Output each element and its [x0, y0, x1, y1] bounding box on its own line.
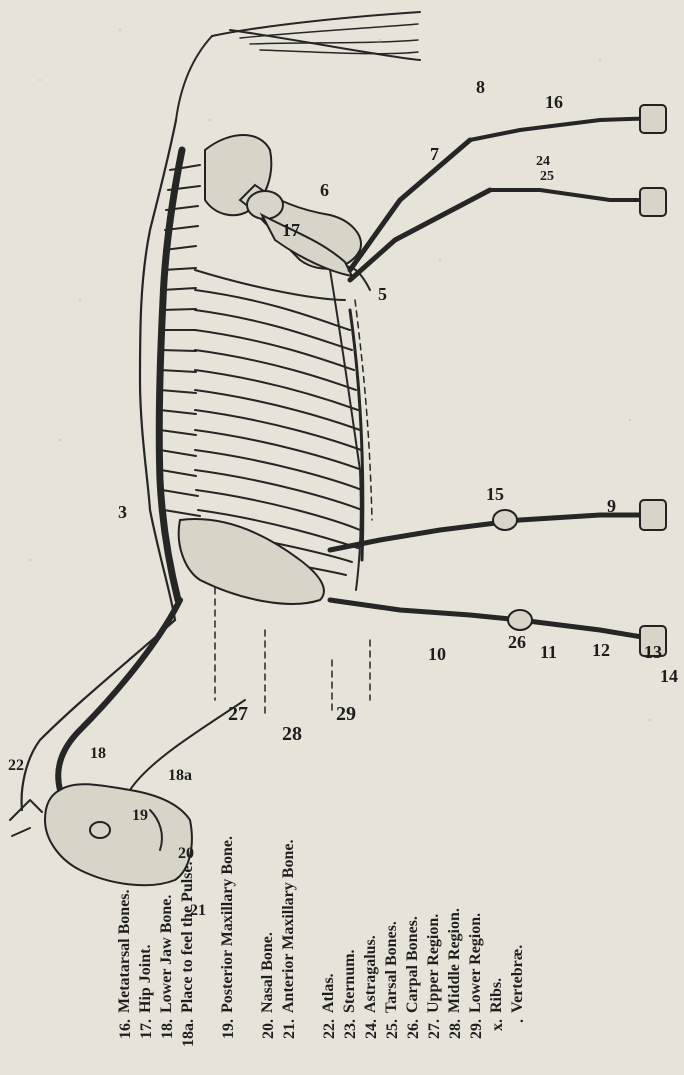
- legend-number: 28.: [445, 1019, 466, 1057]
- legend-item: 29. Lower Region.: [466, 597, 487, 1057]
- legend-text: Middle Region.: [445, 753, 464, 1013]
- callout-15: 15: [486, 484, 504, 504]
- legend-text: Upper Region.: [424, 753, 443, 1013]
- callout-6: 6: [320, 180, 329, 200]
- callout-17: 17: [282, 220, 300, 240]
- legend-item: 20. Nasal Bone.: [258, 597, 279, 1057]
- legend-text: Place to feel the Pulse.: [178, 753, 197, 1013]
- legend-text: Carpal Bones.: [403, 753, 422, 1013]
- legend-text: Atlas.: [319, 753, 338, 1013]
- callout-7: 7: [430, 144, 439, 164]
- legend-item: 22. Atlas.: [319, 597, 340, 1057]
- legend-text: Lower Region.: [466, 753, 485, 1013]
- legend-item: 17. Hip Joint.: [136, 597, 157, 1057]
- legend-number: 19.: [218, 1019, 239, 1057]
- legend-number: .: [508, 1019, 529, 1057]
- legend-text: Vertebræ.: [508, 753, 527, 1013]
- legend-number: 17.: [136, 1019, 157, 1057]
- callout-12: 12: [592, 640, 610, 660]
- callout-8: 8: [476, 77, 485, 97]
- legend-text: Hip Joint.: [136, 753, 155, 1013]
- legend-number: 18a.: [178, 1019, 199, 1057]
- legend-item: 19. Posterior Maxillary Bone.: [218, 597, 258, 1057]
- legend-number: 22.: [319, 1019, 340, 1057]
- callout-16: 16: [545, 92, 563, 112]
- legend-text: Sternum.: [340, 753, 359, 1013]
- legend-text: Posterior Maxillary Bone.: [218, 753, 237, 1013]
- legend-item: x. Ribs.: [487, 597, 508, 1057]
- legend-item: 26. Carpal Bones.: [403, 597, 424, 1057]
- legend-number: 23.: [340, 1019, 361, 1057]
- legend-text: Nasal Bone.: [258, 753, 277, 1013]
- legend-item: 23. Sternum.: [340, 597, 361, 1057]
- pelvis: [205, 135, 361, 269]
- legend-item: 25. Tarsal Bones.: [382, 597, 403, 1057]
- legend-text: Lower Jaw Bone.: [157, 753, 176, 1013]
- legend-text: Metatarsal Bones.: [115, 753, 134, 1013]
- legend-item: 21. Anterior Maxillary Bone.: [279, 597, 319, 1057]
- legend-item: 18a. Place to feel the Pulse.: [178, 597, 218, 1057]
- callout-14: 14: [660, 666, 678, 686]
- legend-list: 16. Metatarsal Bones.17. Hip Joint.18. Lowe…: [115, 597, 529, 1057]
- legend-item: 28. Middle Region.: [445, 597, 466, 1057]
- legend-text: Tarsal Bones.: [382, 753, 401, 1013]
- legend-number: x.: [487, 1019, 508, 1057]
- legend-text: Anterior Maxillary Bone.: [279, 753, 298, 1013]
- legend-number: 27.: [424, 1019, 445, 1057]
- legend-number: 16.: [115, 1019, 136, 1057]
- legend-number: 21.: [279, 1019, 300, 1057]
- legend-text: Ribs.: [487, 753, 506, 1013]
- legend-item: 18. Lower Jaw Bone.: [157, 597, 178, 1057]
- callout-11: 11: [540, 642, 557, 662]
- legend-number: 29.: [466, 1019, 487, 1057]
- legend-number: 20.: [258, 1019, 279, 1057]
- tail: [176, 12, 420, 120]
- callout-22: 22: [8, 757, 24, 774]
- legend-number: 25.: [382, 1019, 403, 1057]
- callout-24: 24: [536, 154, 550, 169]
- legend-item: 24. Astragalus.: [361, 597, 382, 1057]
- callout-9: 9: [607, 496, 616, 516]
- legend-item: 27. Upper Region.: [424, 597, 445, 1057]
- legend-item: . Vertebræ.: [508, 597, 529, 1057]
- legend-panel: 16. Metatarsal Bones.17. Hip Joint.18. Lowe…: [97, 347, 327, 1075]
- legend-text: Astragalus.: [361, 753, 380, 1013]
- legend-number: 26.: [403, 1019, 424, 1057]
- callout-25: 25: [540, 169, 554, 184]
- horse-skeleton-figure: 3 5 6 7 8 9 10 11 12 13 14 15 16 17 18 1…: [0, 0, 684, 969]
- callout-13: 13: [644, 642, 662, 662]
- legend-item: 16. Metatarsal Bones.: [115, 597, 136, 1057]
- callout-5: 5: [378, 284, 387, 304]
- legend-number: 18.: [157, 1019, 178, 1057]
- legend-number: 24.: [361, 1019, 382, 1057]
